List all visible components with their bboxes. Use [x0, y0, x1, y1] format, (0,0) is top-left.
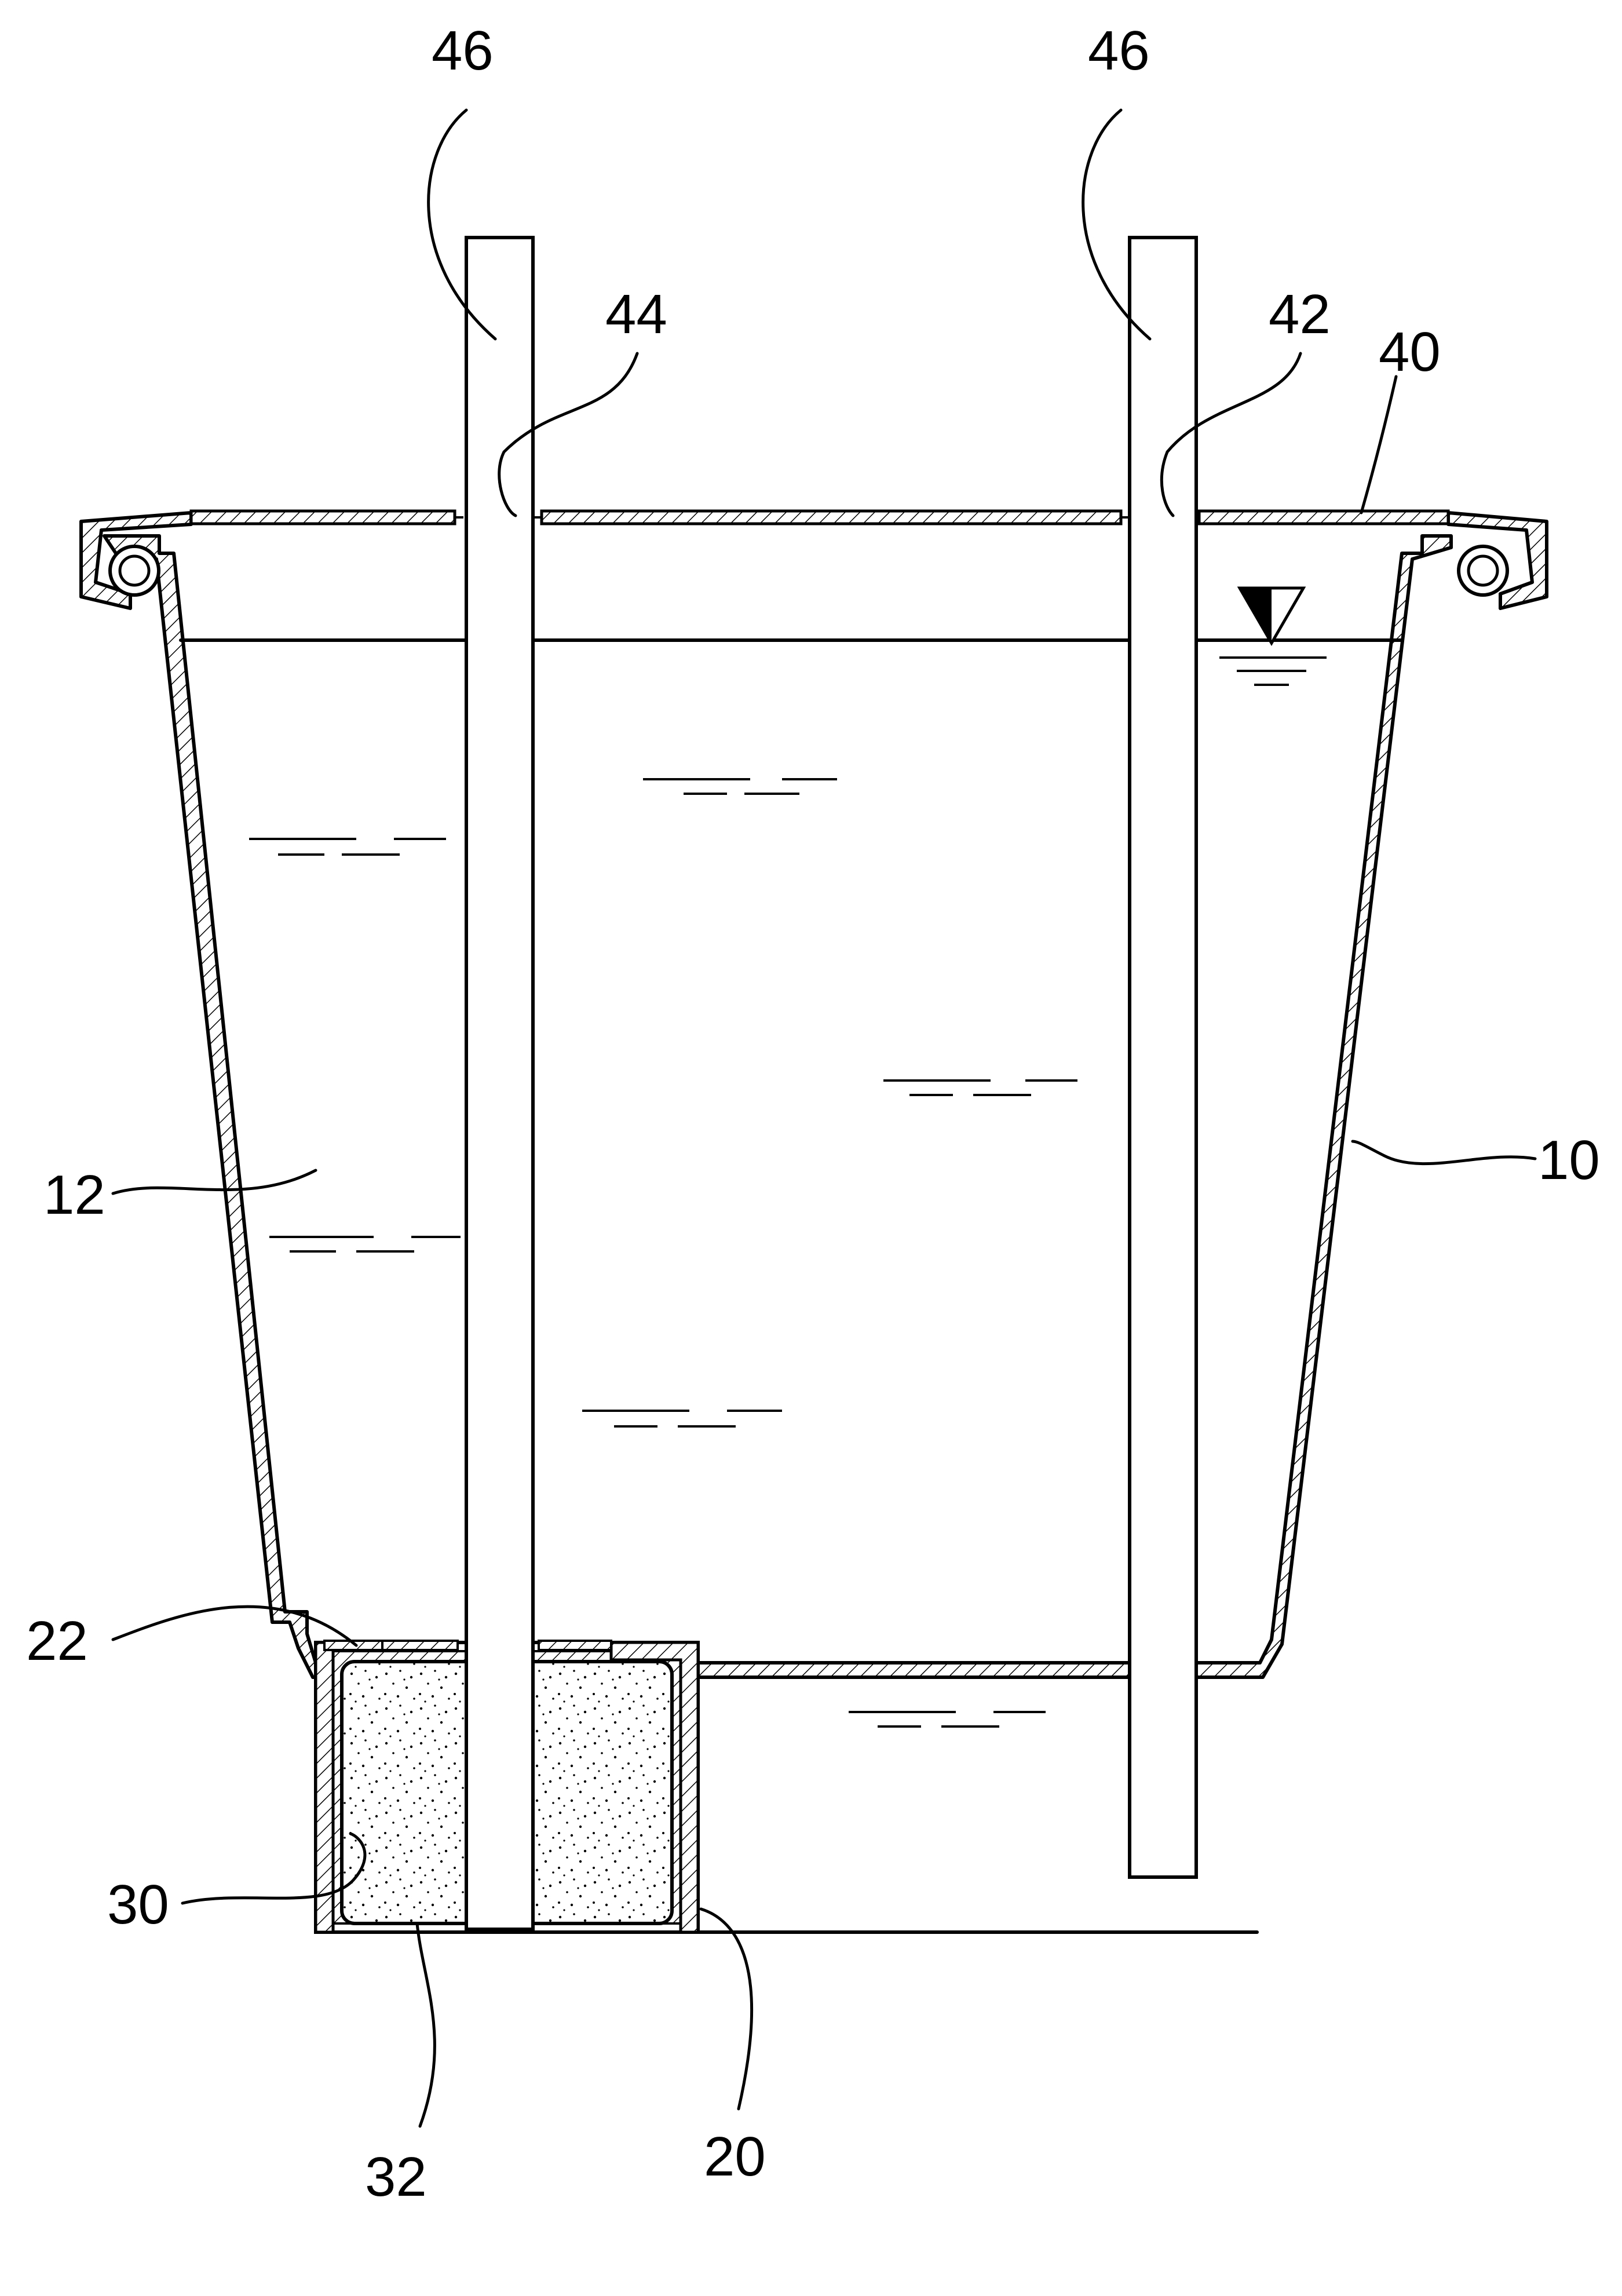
label-42: 42 — [1269, 283, 1331, 345]
label-32: 32 — [365, 2146, 427, 2208]
tube-right — [1128, 236, 1198, 1879]
label-44: 44 — [605, 283, 667, 345]
leader-lines — [111, 108, 1537, 2128]
lid — [189, 509, 1450, 525]
container-wall — [103, 534, 1453, 1679]
inner-box-cover — [323, 1640, 612, 1651]
label-12: 12 — [43, 1164, 105, 1226]
label-46-right: 46 — [1088, 20, 1150, 82]
rim-right — [1446, 511, 1548, 610]
tube-left — [465, 236, 535, 1931]
water-level-symbol — [1219, 586, 1327, 686]
reference-labels: 46 46 44 42 40 10 12 22 30 32 20 — [26, 20, 1600, 2208]
label-22: 22 — [26, 1610, 88, 1672]
label-40: 40 — [1379, 321, 1441, 383]
label-20: 20 — [704, 2126, 766, 2188]
liquid-marks — [249, 778, 1077, 1728]
label-46-left: 46 — [432, 20, 494, 82]
label-10: 10 — [1538, 1129, 1600, 1191]
label-30: 30 — [107, 1874, 169, 1936]
